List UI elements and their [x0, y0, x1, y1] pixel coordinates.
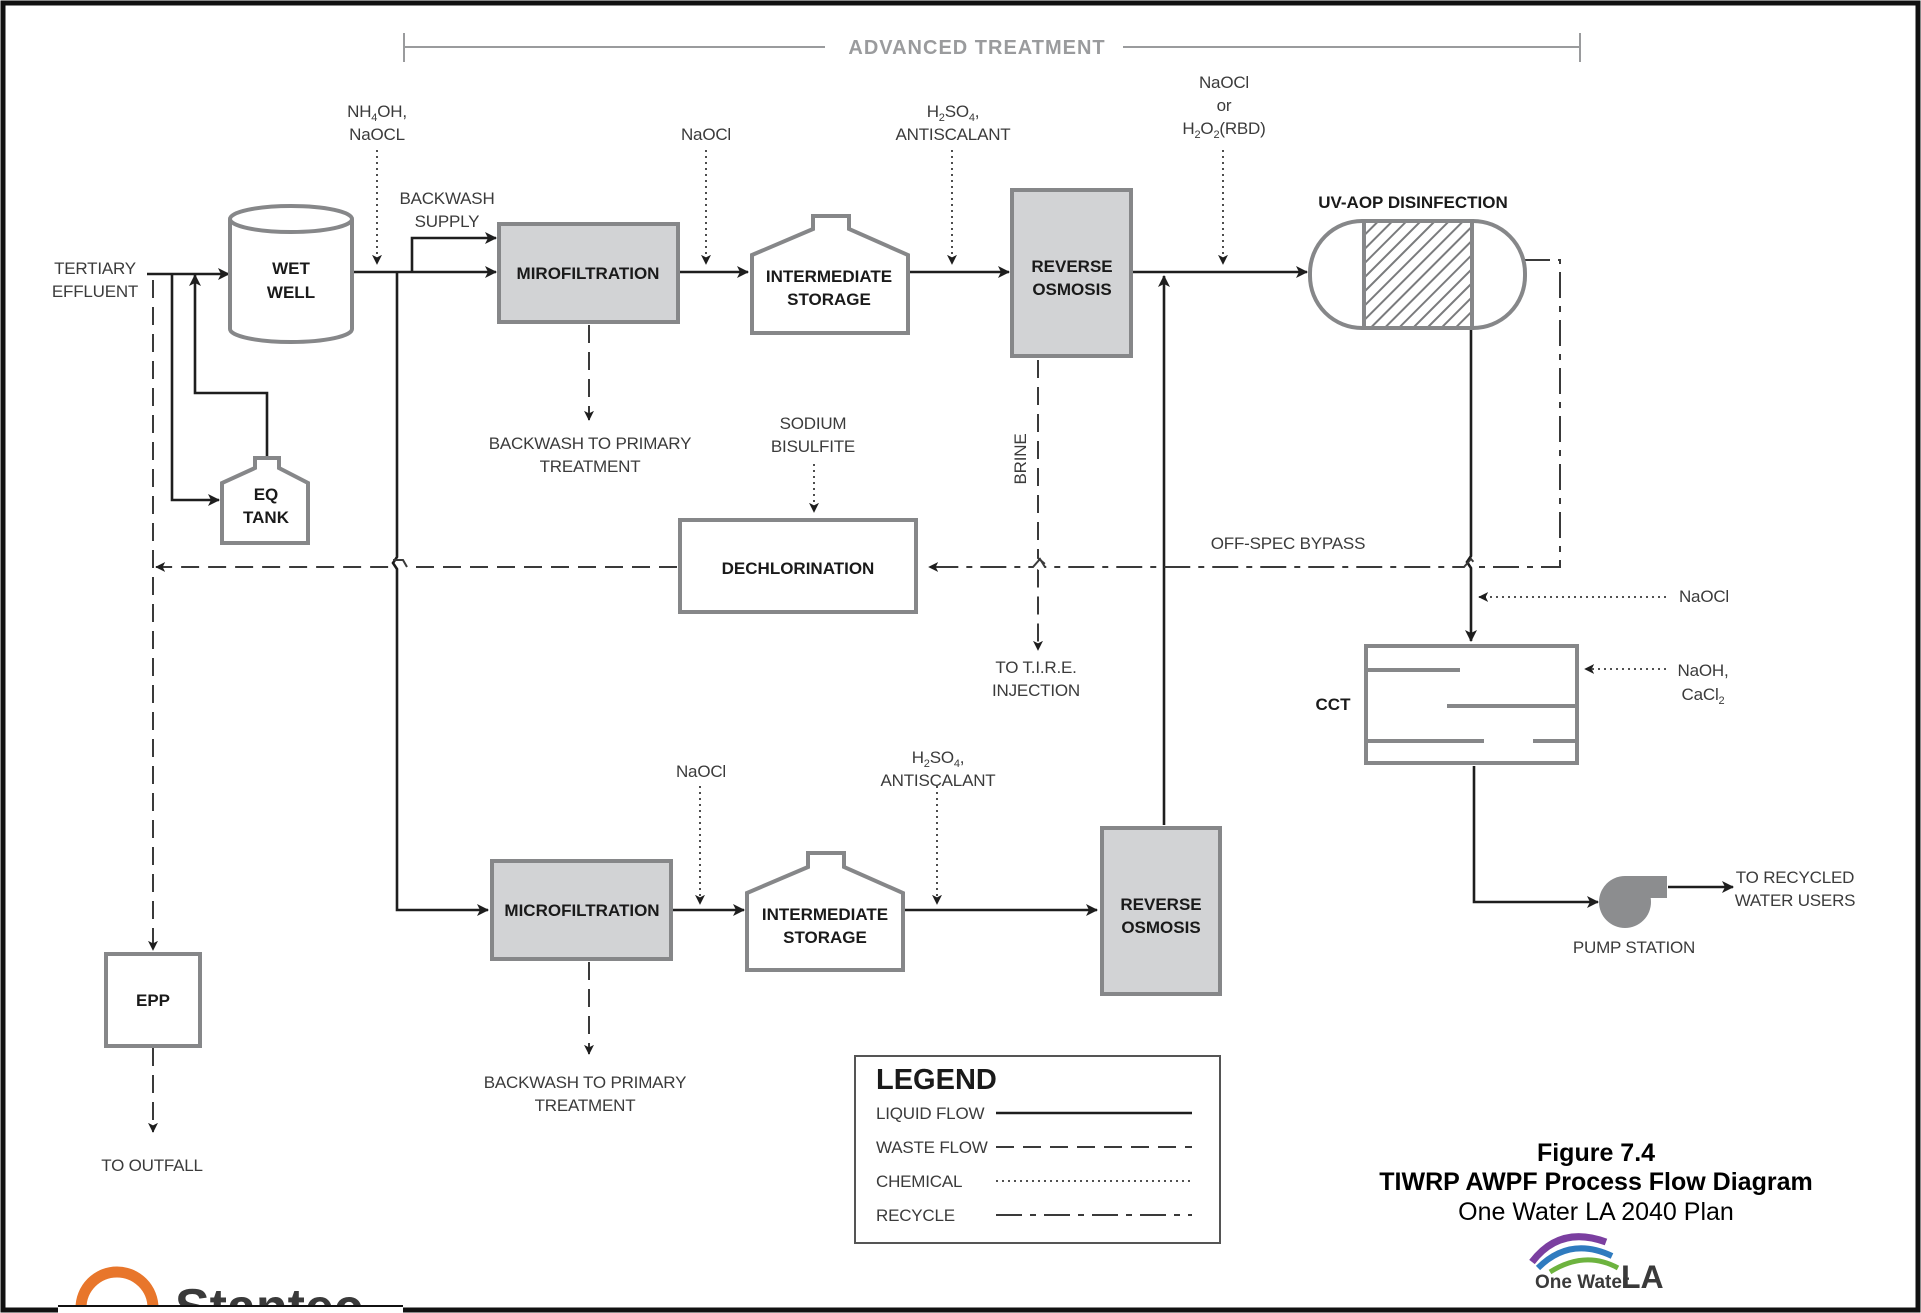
epp-label: EPP	[136, 991, 170, 1010]
stantec-logo: Stantec	[58, 1266, 403, 1313]
onewater-la-logo: One Water LA	[1529, 1233, 1664, 1295]
chemical-lines	[372, 150, 1666, 905]
intermediate-storage-top-unit: INTERMEDIATE STORAGE	[750, 214, 910, 335]
logo-swoosh-purple	[1529, 1233, 1608, 1265]
uv-aop-label: UV-AOP DISINFECTION	[1318, 193, 1508, 212]
to-recycled-label-1: TO RECYCLED	[1736, 868, 1854, 887]
antiscalant-top-label: ANTISCALANT	[896, 125, 1011, 144]
naocl-cct-label: NaOCl	[1679, 587, 1729, 606]
nh4oh-label: NH4OH,	[347, 102, 407, 124]
uv-aop-unit: UV-AOP DISINFECTION	[1308, 193, 1527, 330]
microfiltration-bottom-label: MICROFILTRATION	[504, 901, 659, 920]
backwash-primary-bottom-label-1: BACKWASH TO PRIMARY	[484, 1073, 686, 1092]
dechlorination-unit: DECHLORINATION	[678, 518, 918, 614]
tertiary-effluent-label-2: EFFLUENT	[52, 282, 138, 301]
off-spec-bypass-label: OFF-SPEC BYPASS	[1211, 534, 1365, 553]
figure-title: TIWRP AWPF Process Flow Diagram	[1379, 1168, 1812, 1196]
figure-subtitle: One Water LA 2040 Plan	[1458, 1198, 1734, 1226]
or-label: or	[1217, 96, 1232, 115]
intermediate-storage-bottom-unit: INTERMEDIATE STORAGE	[745, 851, 905, 972]
microfiltration-top-unit: MIROFILTRATION	[497, 222, 680, 324]
legend-item-liquid: LIQUID FLOW	[876, 1104, 984, 1123]
ro-top-label-1: REVERSE	[1031, 257, 1112, 276]
wet-well-label-2: WELL	[267, 283, 315, 302]
stantec-cutoff-band	[58, 1306, 403, 1313]
backwash-supply-label-2: SUPPLY	[415, 212, 480, 231]
to-tire-label-1: TO T.I.R.E.	[995, 658, 1076, 677]
to-tire-label-2: INJECTION	[992, 681, 1080, 700]
epp-unit: EPP	[104, 952, 202, 1048]
microfiltration-top-label: MIROFILTRATION	[517, 264, 660, 283]
waste-flow-lines	[148, 280, 1047, 1133]
chemical-labels: NH4OH, NaOCL NaOCl H2SO4, ANTISCALANT Na…	[347, 73, 1729, 790]
backwash-supply-label-1: BACKWASH	[399, 189, 494, 208]
cct-unit: CCT	[1316, 644, 1579, 765]
legend-item-recycle: RECYCLE	[876, 1206, 955, 1225]
reverse-osmosis-bottom-unit: REVERSE OSMOSIS	[1100, 826, 1222, 996]
liquid-flow-lines	[147, 232, 1734, 916]
storage-top-label-1: INTERMEDIATE	[766, 267, 892, 286]
advanced-treatment-header: ADVANCED TREATMENT	[403, 33, 1581, 62]
reverse-osmosis-top-unit: REVERSE OSMOSIS	[1010, 188, 1133, 358]
ro-top-label-2: OSMOSIS	[1032, 280, 1111, 299]
ro-bottom-label-2: OSMOSIS	[1121, 918, 1200, 937]
naocl-first-label: NaOCL	[349, 125, 405, 144]
pump-station-unit: PUMP STATION	[1573, 876, 1695, 957]
to-recycled-label-2: WATER USERS	[1735, 891, 1856, 910]
backwash-primary-top-label-1: BACKWASH TO PRIMARY	[489, 434, 691, 453]
logo-onewater-text: One Water	[1535, 1272, 1630, 1293]
advanced-treatment-label: ADVANCED TREATMENT	[848, 37, 1105, 59]
to-outfall-label: TO OUTFALL	[101, 1156, 203, 1175]
dechlorination-label: DECHLORINATION	[722, 559, 875, 578]
legend-title: LEGEND	[876, 1064, 997, 1096]
legend-item-chemical: CHEMICAL	[876, 1172, 962, 1191]
logo-la-text: LA	[1621, 1259, 1664, 1295]
h2so4-bottom-label: H2SO4,	[912, 748, 965, 770]
legend: LEGEND LIQUID FLOW WASTE FLOW CHEMICAL R…	[854, 1055, 1221, 1244]
antiscalant-bottom-label: ANTISCALANT	[881, 771, 996, 790]
eq-tank-label-1: EQ	[254, 485, 279, 504]
logo-swoosh-blue	[1535, 1245, 1614, 1271]
figure-caption: Figure 7.4 TIWRP AWPF Process Flow Diagr…	[1379, 1139, 1812, 1226]
backwash-primary-top-label-2: TREATMENT	[540, 457, 641, 476]
cct-label: CCT	[1316, 695, 1352, 714]
recycle-lines	[928, 259, 1561, 572]
naoh-label: NaOH,	[1678, 661, 1729, 680]
storage-bottom-label-2: STORAGE	[783, 928, 867, 947]
legend-box	[854, 1055, 1221, 1244]
tertiary-effluent-label-1: TERTIARY	[54, 259, 136, 278]
bisulfite-label: BISULFITE	[771, 437, 855, 456]
eq-tank-unit: EQ TANK	[220, 456, 310, 545]
wet-well-unit: WET WELL	[228, 204, 354, 344]
naocl-bottom-label: NaOCl	[676, 762, 726, 781]
figure-number: Figure 7.4	[1537, 1139, 1655, 1167]
naocl-uv-label: NaOCl	[1199, 73, 1249, 92]
backwash-primary-bottom-label-2: TREATMENT	[535, 1096, 636, 1115]
legend-item-waste: WASTE FLOW	[876, 1138, 988, 1157]
brine-label: BRINE	[1011, 434, 1030, 485]
naocl-top-label: NaOCl	[681, 125, 731, 144]
storage-top-label-2: STORAGE	[787, 290, 871, 309]
h2so4-top-label: H2SO4,	[927, 102, 980, 124]
eq-tank-label-2: TANK	[243, 508, 290, 527]
sodium-label: SODIUM	[780, 414, 847, 433]
h2o2-label: H2O2(RBD)	[1182, 119, 1265, 141]
flow-labels: TERTIARY EFFLUENT BACKWASH SUPPLY BACKWA…	[52, 189, 1856, 1175]
wet-well-label-1: WET	[272, 259, 310, 278]
pump-station-label: PUMP STATION	[1573, 938, 1695, 957]
microfiltration-bottom-unit: MICROFILTRATION	[490, 859, 673, 961]
logo-swoosh-green	[1548, 1257, 1620, 1275]
ro-bottom-label-1: REVERSE	[1120, 895, 1201, 914]
cacl2-label: CaCl2	[1682, 685, 1725, 707]
storage-bottom-label-1: INTERMEDIATE	[762, 905, 888, 924]
